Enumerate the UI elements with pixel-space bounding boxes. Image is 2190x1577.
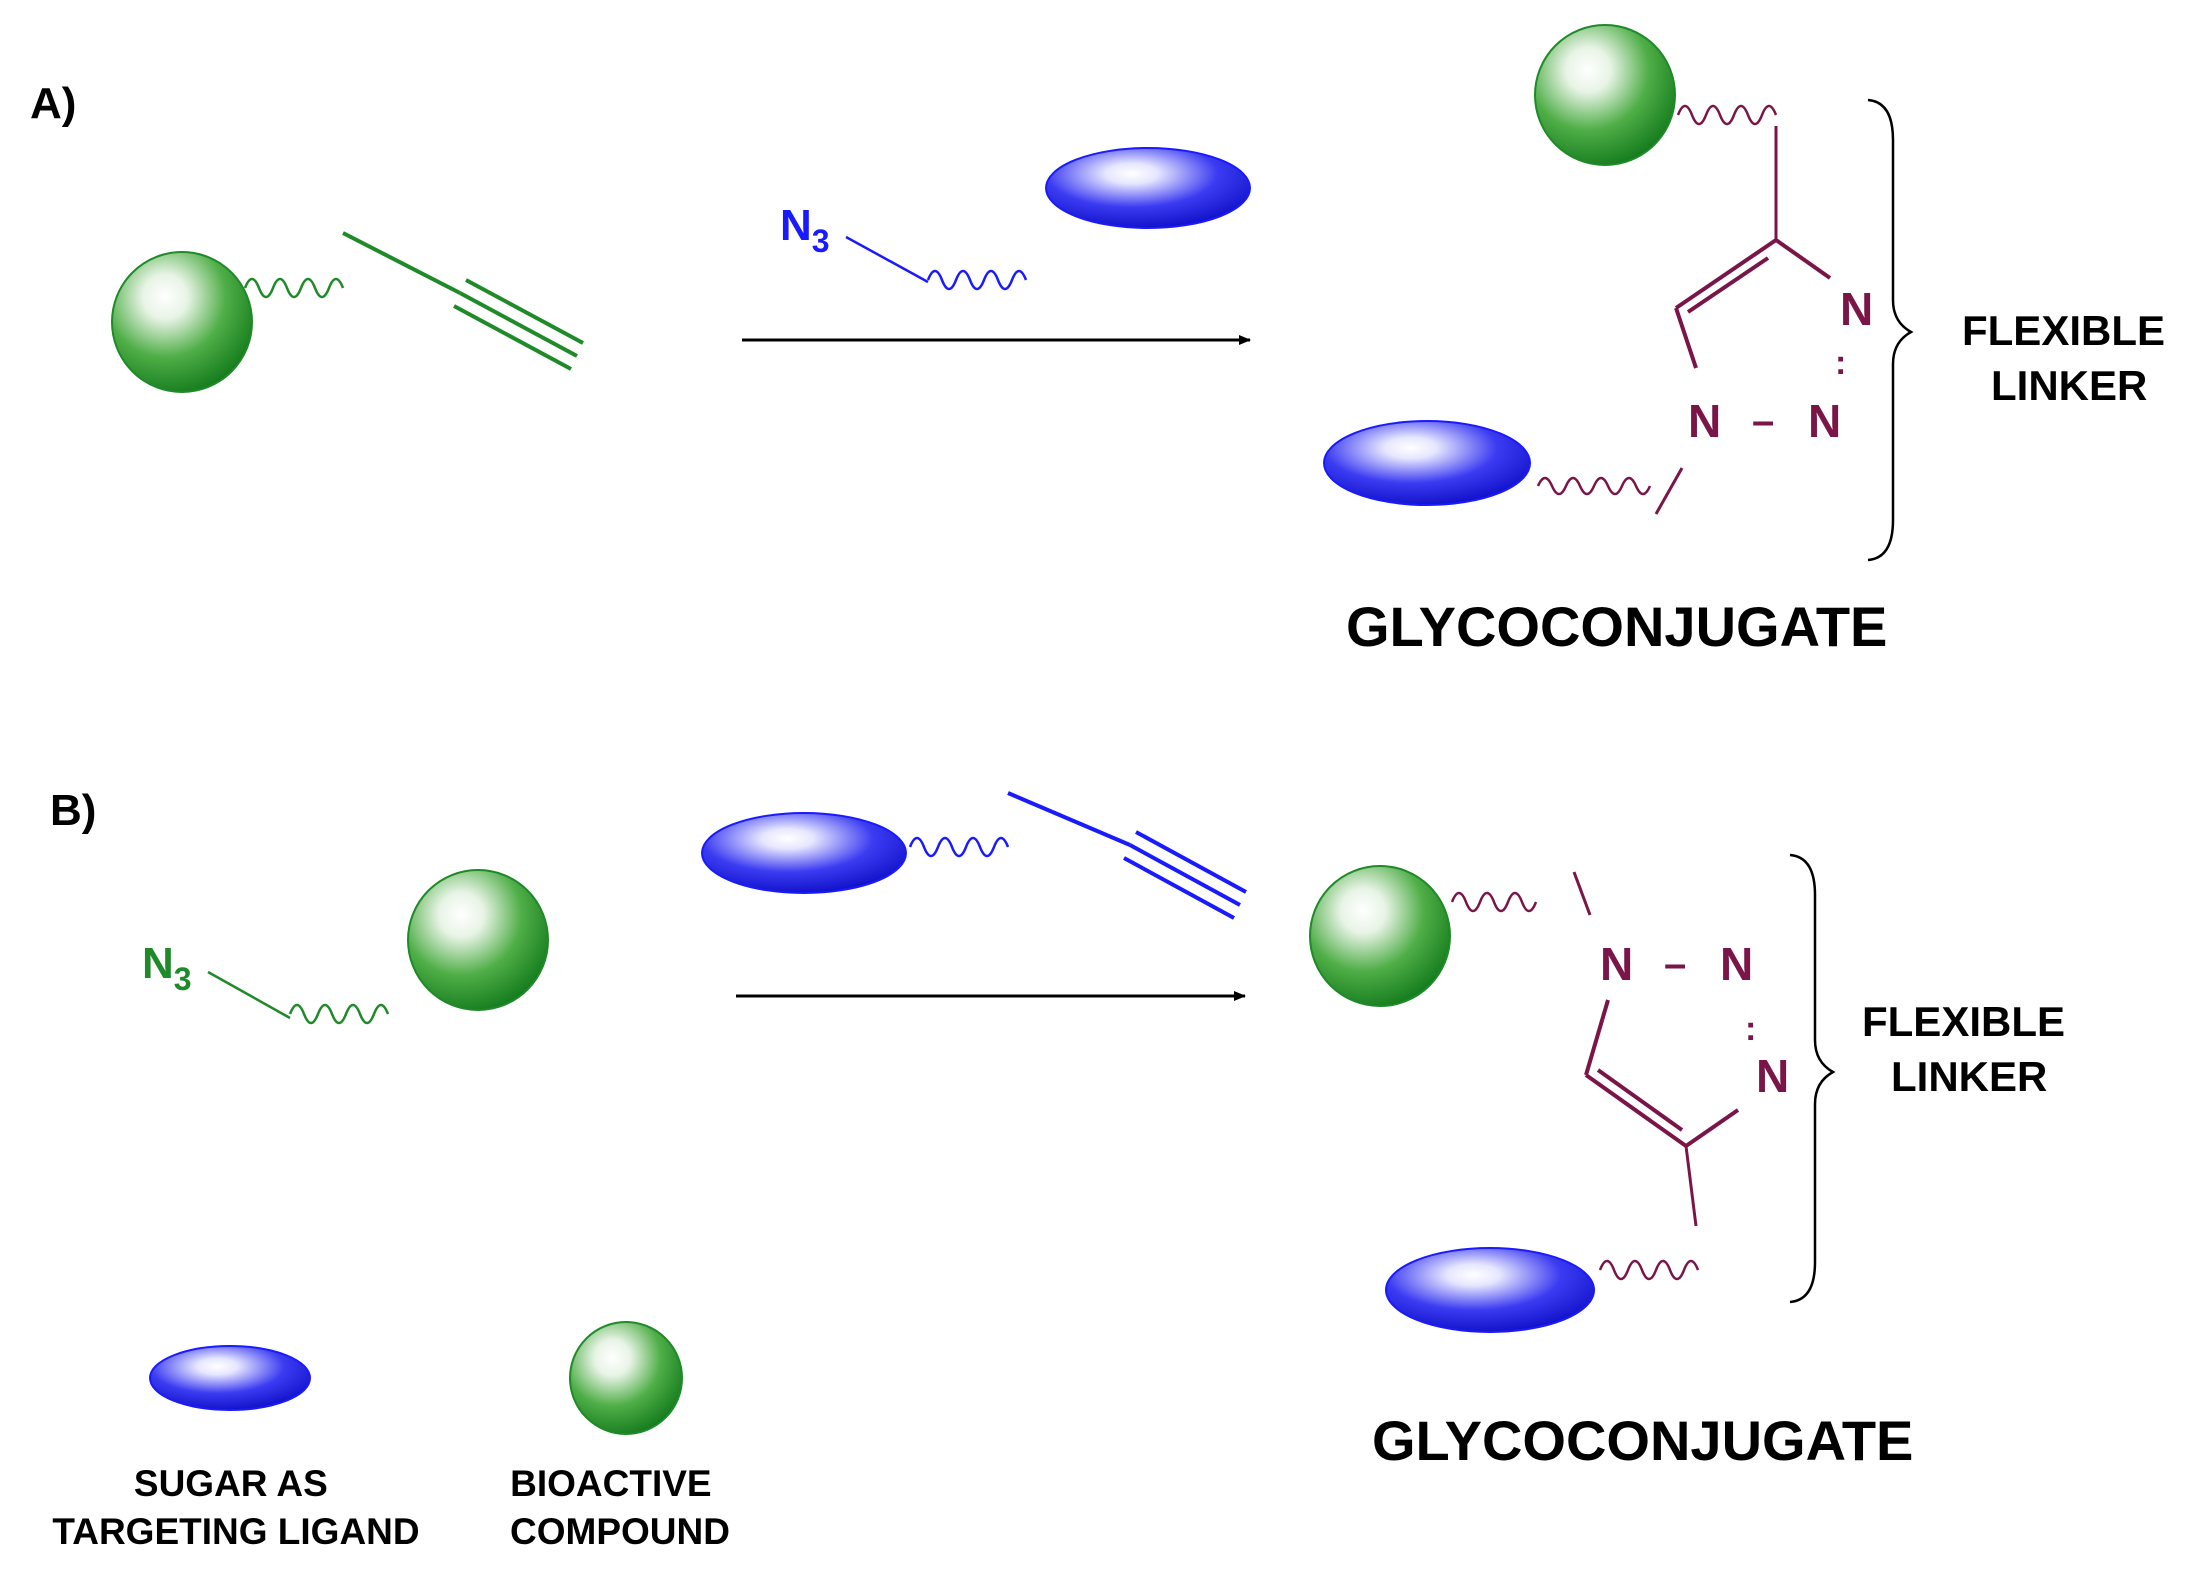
panel-a-label: A) bbox=[30, 79, 76, 128]
triple-bond-line bbox=[459, 291, 578, 358]
alkyne-bond bbox=[1007, 791, 1131, 847]
triazole-bond bbox=[1774, 238, 1832, 280]
triazole-dotted-bond: : bbox=[1745, 1010, 1756, 1048]
wavy-linker bbox=[1598, 1259, 1700, 1281]
triazole-double-bond bbox=[1596, 1068, 1684, 1132]
bioactive-sphere bbox=[1534, 24, 1676, 166]
bioactive-sphere bbox=[407, 869, 549, 1011]
sugar-ellipse bbox=[1323, 420, 1531, 506]
linker-bond bbox=[1654, 467, 1684, 515]
legend-bioactive-sphere bbox=[569, 1321, 683, 1435]
triple-bond-line bbox=[1123, 856, 1235, 920]
triazole-n3: N bbox=[1756, 1050, 1789, 1102]
sugar-ellipse bbox=[1045, 147, 1251, 229]
triazole-bond bbox=[1674, 307, 1698, 369]
triazole-bond bbox=[1674, 238, 1778, 310]
triazole-bond bbox=[1584, 999, 1610, 1076]
triazole-double-bond bbox=[1686, 256, 1770, 314]
triazole-n1: N bbox=[1600, 938, 1633, 990]
wavy-linker bbox=[908, 836, 1010, 858]
legend-sugar-ellipse bbox=[149, 1345, 311, 1411]
legend-sugar-label: SUGAR AS TARGETING LIGAND bbox=[52, 1463, 419, 1552]
triple-bond-line bbox=[1135, 830, 1247, 894]
azide-bond bbox=[845, 235, 929, 284]
sugar-ellipse bbox=[701, 812, 907, 894]
bracket-label: FLEXIBLE LINKER bbox=[1962, 307, 2177, 409]
wavy-linker bbox=[288, 1003, 390, 1025]
azide-label: N3 bbox=[142, 939, 192, 997]
wavy-linker bbox=[1536, 476, 1652, 496]
wavy-linker bbox=[243, 277, 345, 299]
azide-bond bbox=[207, 970, 291, 1020]
triazole-bond bbox=[1684, 1108, 1740, 1148]
product-title: GLYCOCONJUGATE bbox=[1372, 1409, 1913, 1472]
bracket-label: FLEXIBLE LINKER bbox=[1862, 998, 2077, 1100]
alkyne-bond bbox=[342, 231, 461, 295]
triazole-n1: N bbox=[1688, 395, 1721, 447]
panel-b-label: B) bbox=[50, 786, 96, 835]
flexible-linker-bracket bbox=[1867, 98, 1914, 562]
product-title: GLYCOCONJUGATE bbox=[1346, 595, 1887, 658]
triazole-bond-dash: – bbox=[1752, 399, 1774, 443]
triazole-n3: N bbox=[1840, 283, 1873, 335]
flexible-linker-bracket bbox=[1789, 853, 1836, 1304]
wavy-linker bbox=[1676, 104, 1778, 126]
legend-bioactive-label: BIOACTIVE COMPOUND bbox=[510, 1463, 730, 1552]
azide-label: N3 bbox=[780, 201, 830, 259]
triple-bond-line bbox=[465, 278, 584, 345]
triazole-dotted-bond: : bbox=[1835, 344, 1846, 382]
triazole-n2: N bbox=[1808, 395, 1841, 447]
triazole-bond bbox=[1584, 1073, 1688, 1148]
bioactive-sphere bbox=[1309, 865, 1451, 1007]
linker-bond bbox=[1572, 871, 1592, 916]
sugar-ellipse bbox=[1385, 1247, 1595, 1333]
triazole-n2: N bbox=[1720, 938, 1753, 990]
wavy-linker bbox=[926, 269, 1028, 291]
triple-bond-line bbox=[1129, 843, 1241, 907]
bioactive-sphere bbox=[111, 251, 253, 393]
triple-bond-line bbox=[453, 304, 572, 371]
linker-bond bbox=[1684, 1145, 1698, 1227]
wavy-linker bbox=[1450, 891, 1538, 913]
triazole-bond-dash: – bbox=[1664, 942, 1686, 986]
